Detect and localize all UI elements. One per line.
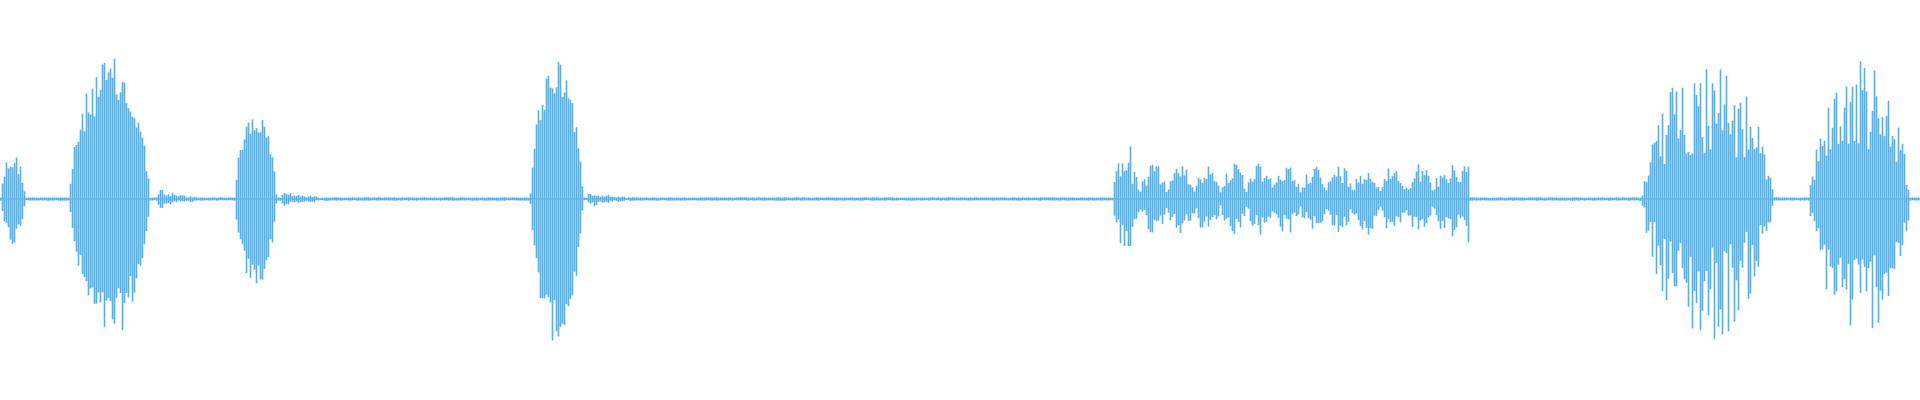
waveform-bars <box>0 58 1920 341</box>
waveform-path <box>0 58 1920 341</box>
